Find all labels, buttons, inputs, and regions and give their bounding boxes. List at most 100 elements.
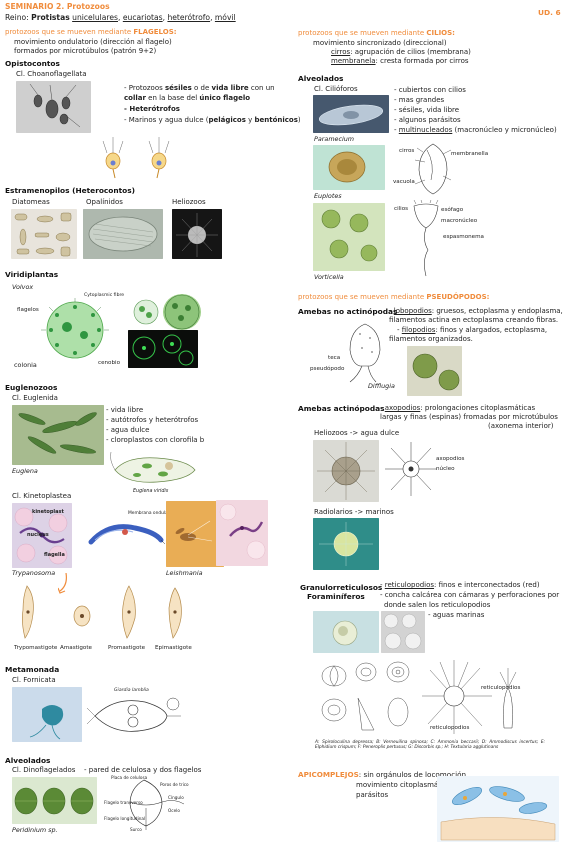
foraminifero-shells-photo <box>381 611 425 653</box>
foraminiferos-heading: Foraminíferos <box>307 592 365 601</box>
heliozoos-label: Heliozoos <box>172 198 206 206</box>
opistocontos-heading: Opistocontos <box>5 59 60 68</box>
cilioforos-trait: - sésiles, vida libre <box>394 106 460 114</box>
dinoflagelados-class: Cl. Dinoflagelados <box>12 766 76 774</box>
reticulopodios-label-1: reticulopodios <box>481 685 521 691</box>
amebas-actinopodas-heading: Amebas actinópodas <box>298 404 385 413</box>
diatomeas-label: Diatomeas <box>12 198 50 206</box>
choano-line-2: collar en la base del único flagelo <box>124 94 251 102</box>
opalinidos-label: Opalínidos <box>86 198 123 206</box>
dinoflagellate-diagram <box>104 774 196 832</box>
vorticella-caption: Vorticella <box>314 273 344 281</box>
flagelos-line: movimiento ondulatorio (dirección al fla… <box>14 38 172 46</box>
cilios-line-3: membranela: cresta formada por cirros <box>331 57 469 65</box>
vorticella-diagram <box>410 200 442 278</box>
dino-label: Flagelo longitudinal <box>104 816 146 821</box>
cilios-section-title: protozoos que se mueven mediante CILIOS: <box>298 29 455 37</box>
foraminiferos-caption: A: Spiroloculina depressa; B: Verneuilin… <box>315 740 545 751</box>
dino-label: Placa de celulosa <box>111 775 148 780</box>
kingdom-prefix: Reino: <box>5 13 32 22</box>
dino-label: Surco <box>130 827 142 832</box>
axopodios-line: - axopodios: prolongaciones citoplasmáti… <box>380 404 536 412</box>
euglenida-class: Cl. Euglenida <box>12 394 58 402</box>
stage-label: Epimastigote <box>155 645 192 651</box>
choano-line-1: - Protozoos sésiles o de vida libre con … <box>124 84 275 92</box>
trait: unicelulares <box>72 13 118 22</box>
peridinium-photo <box>12 777 97 824</box>
leishmania-caption: Leishmania <box>166 569 203 577</box>
opalinidos-photo <box>83 209 163 259</box>
cilios-line-1: movimiento sincronizado (direccional) <box>313 39 447 47</box>
viridiplantas-heading: Viridiplantas <box>5 270 59 279</box>
dino-label: Flagelo transverso <box>104 800 143 805</box>
heliozoo-photo <box>313 440 379 502</box>
apicomplejos-line-3: parásitos <box>356 791 389 799</box>
dino-label: Ocelo <box>168 808 180 813</box>
alveolados-heading-left: Alveolados <box>5 756 51 765</box>
dinoflagelados-desc: - pared de celulosa y dos flagelos <box>84 766 202 774</box>
granulorreticulosos-heading: Granulorreticulosos <box>300 583 383 592</box>
cilioforos-trait: - cubiertos con cilios <box>394 86 466 94</box>
euglena-diagram-label: Euglena viridis <box>133 489 169 494</box>
cilioforos-trait: - algunos parásitos <box>394 116 461 124</box>
espasmonema-label: espasmonema <box>443 234 484 240</box>
radiolarios-line: Radiolarios -> marinos <box>314 508 394 516</box>
foraminiferos-diagram <box>314 658 529 738</box>
lobopodios-line-2: filamentos actina en ectoplasma creando … <box>389 316 559 324</box>
flagella-label: flagella <box>44 552 65 558</box>
membranella-label: membranella <box>451 151 489 157</box>
lobopodios-line: - lobopodios: gruesos, ectoplasma y endo… <box>389 307 563 315</box>
reticulopodios-line: - reticulopodios: finos e interconectado… <box>380 581 540 589</box>
vacuola-label: vacuola <box>393 179 415 185</box>
trypanosoma-caption: Trypanosoma <box>12 569 56 577</box>
paramecium-caption: Paramecium <box>314 135 355 143</box>
giardia-diagram-label: Giardia lamblia <box>114 688 149 693</box>
aguas-marinas-line: - aguas marinas <box>428 611 485 619</box>
nucleo-label: núcleo <box>436 466 455 472</box>
euglena-diagram <box>107 448 202 490</box>
vesicles-label: Membrana ondulante <box>128 511 176 516</box>
cilioforos-trait: - multinucleados (macronúcleo y micronúc… <box>394 126 557 134</box>
metamonada-heading: Metamonada <box>5 665 60 674</box>
euplotes-diagram <box>413 140 453 198</box>
volvox-photo-1 <box>163 294 201 330</box>
euglena-trait: - agua dulce <box>106 426 150 434</box>
heliozoo-diagram <box>383 440 439 498</box>
nucleus-label: nucleus <box>27 532 49 538</box>
axopodios-label: axopodios <box>436 456 465 462</box>
stage-label: Amastigote <box>60 645 92 651</box>
trypanosoma-diagram <box>85 510 165 558</box>
teca-label: teca <box>328 355 341 361</box>
amebas-no-actinopodas-heading: Amebas no actinópodas <box>298 307 398 316</box>
volvox-cell-diagram <box>131 295 161 327</box>
seminar-title: SEMINARIO 2. Protozoos <box>5 2 110 11</box>
choano-line-3: - Heterótrofos <box>124 105 180 113</box>
arrow-icon <box>58 573 70 595</box>
cilios-label: cilios <box>394 206 409 212</box>
radiolario-photo <box>313 518 379 570</box>
euglenozoos-heading: Euglenozoos <box>5 383 58 392</box>
estramenopilos-heading: Estramenopilos (Heterocontos) <box>5 186 136 195</box>
axopodios-line-3: (axonema interior) <box>488 422 554 430</box>
pseudopodo-label: pseudópodo <box>310 366 345 372</box>
paramecium-photo <box>313 95 389 133</box>
filopodios-line-2: filamentos organizados. <box>389 335 473 343</box>
flagelos-label: flagelos <box>17 307 39 313</box>
trypanosome-stages-diagram <box>17 582 202 642</box>
vorticella-photo <box>313 203 385 271</box>
macronucleo-label: macronúcleo <box>441 218 478 224</box>
kinetoplastea-class: Cl. Kinetoplastea <box>12 492 72 500</box>
euplotes-photo <box>313 145 385 190</box>
flagelos-line: formados por microtúbulos (patrón 9+2) <box>14 47 157 55</box>
difflugia-caption: Difflugia <box>368 382 395 390</box>
giardia-photo <box>12 687 82 742</box>
colonia-label: colonia <box>14 361 37 369</box>
diatomeas-photo <box>11 209 77 259</box>
reticulopodios-label-2: reticulopodios <box>430 725 470 731</box>
choanoflagellate-diagram <box>93 133 183 179</box>
euglena-trait: - autótrofos y heterótrofos <box>106 416 199 424</box>
stage-label: Promastigote <box>108 645 146 651</box>
difflugia-diagram <box>340 320 390 385</box>
apicomplejos-line: APICOMPLEJOS: sin orgánulos de locomoció… <box>298 770 467 779</box>
apicomplexa-diagram <box>437 776 559 842</box>
